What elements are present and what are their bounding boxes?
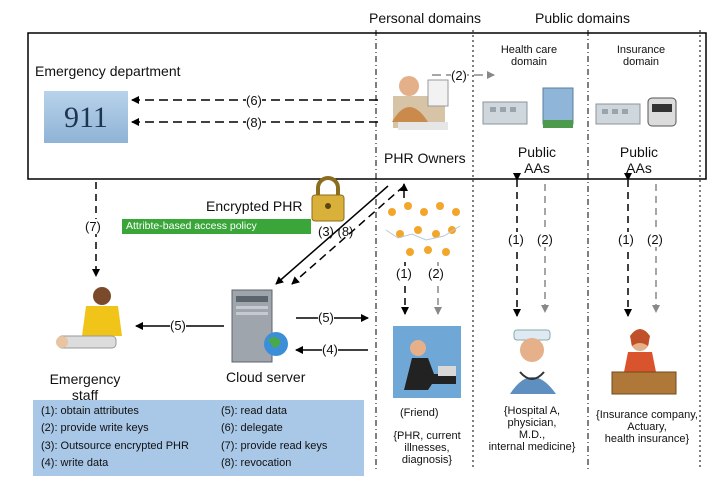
- cloud-server-icon: [231, 289, 288, 363]
- step-4-label: (4): [322, 342, 338, 357]
- cloud-server-label: Cloud server: [226, 369, 306, 385]
- emergency-staff-label: Emergency staff: [49, 371, 121, 403]
- public-aas-health-label: Public AAs: [517, 144, 557, 176]
- friend-label: (Friend): [400, 407, 439, 419]
- health-care-domain-label: Health care domain: [500, 44, 558, 68]
- emergency-department-box: [27, 32, 707, 180]
- personal-domains-header: Personal domains: [369, 10, 482, 26]
- legend-item-7: (7): provide read keys: [221, 440, 328, 452]
- legend-item-3: (3): Outsource encrypted PHR: [41, 440, 189, 452]
- social-network-icon: [385, 202, 461, 256]
- step-3-8-label: (3) (8): [318, 224, 354, 239]
- health-care-building-icon: [482, 87, 574, 128]
- legend-item-5: (5): read data: [221, 405, 288, 417]
- step-8-label: (8): [246, 115, 262, 130]
- legend-item-1: (1): obtain attributes: [41, 405, 139, 417]
- public-domains-header: Public domains: [535, 10, 630, 26]
- step-2-health-label: (2): [537, 232, 553, 247]
- legend-box: (1): obtain attributes (2): provide writ…: [33, 400, 364, 476]
- step-5-friend-label: (5): [318, 310, 334, 325]
- emergency-staff-icon: [56, 287, 122, 349]
- insurance-building-icon: [595, 97, 677, 127]
- step-2-friend-label: (2): [428, 266, 444, 281]
- sign-911-text: 911: [64, 101, 108, 134]
- emergency-911-sign: 911: [44, 91, 128, 143]
- arrow-3-owner-to-cloud: [275, 185, 389, 285]
- step-7-label: (7): [85, 219, 101, 234]
- step-1-health-label: (1): [508, 232, 524, 247]
- public-aas-insurance-label: Public AAs: [619, 144, 659, 176]
- legend-item-8: (8): revocation: [221, 457, 292, 469]
- step-2-owner-label: (2): [451, 68, 467, 83]
- insurance-attributes-label: {Insurance company, Actuary, health insu…: [596, 409, 698, 445]
- insurance-agent-icon: [611, 329, 677, 395]
- step-6-label: (6): [246, 93, 262, 108]
- access-policy-bar: Attribte-based access policy: [122, 219, 311, 234]
- legend-item-4: (4): write data: [41, 457, 109, 469]
- hospital-attributes-label: {Hospital A, physician, M.D., internal m…: [488, 405, 576, 453]
- step-1-insurance-label: (1): [618, 232, 634, 247]
- phr-owner-icon: [392, 76, 449, 130]
- physician-icon: [510, 329, 556, 394]
- insurance-domain-label: Insurance domain: [616, 44, 666, 68]
- encrypted-phr-lock-icon: [311, 176, 345, 222]
- arrow-8-owner-to-cloud: [291, 185, 405, 285]
- encrypted-phr-label: Encrypted PHR: [206, 198, 303, 214]
- step-5-staff-label: (5): [170, 318, 186, 333]
- step-1-friend-label: (1): [396, 266, 412, 281]
- step-2-insurance-label: (2): [647, 232, 663, 247]
- emergency-department-label: Emergency department: [35, 63, 181, 79]
- friend-icon: [393, 326, 461, 398]
- legend-item-2: (2): provide write keys: [41, 422, 149, 434]
- friend-attributes-label: {PHR, current illnesses, diagnosis}: [393, 430, 461, 466]
- phr-owners-label: PHR Owners: [384, 150, 466, 166]
- legend-item-6: (6): delegate: [221, 422, 283, 434]
